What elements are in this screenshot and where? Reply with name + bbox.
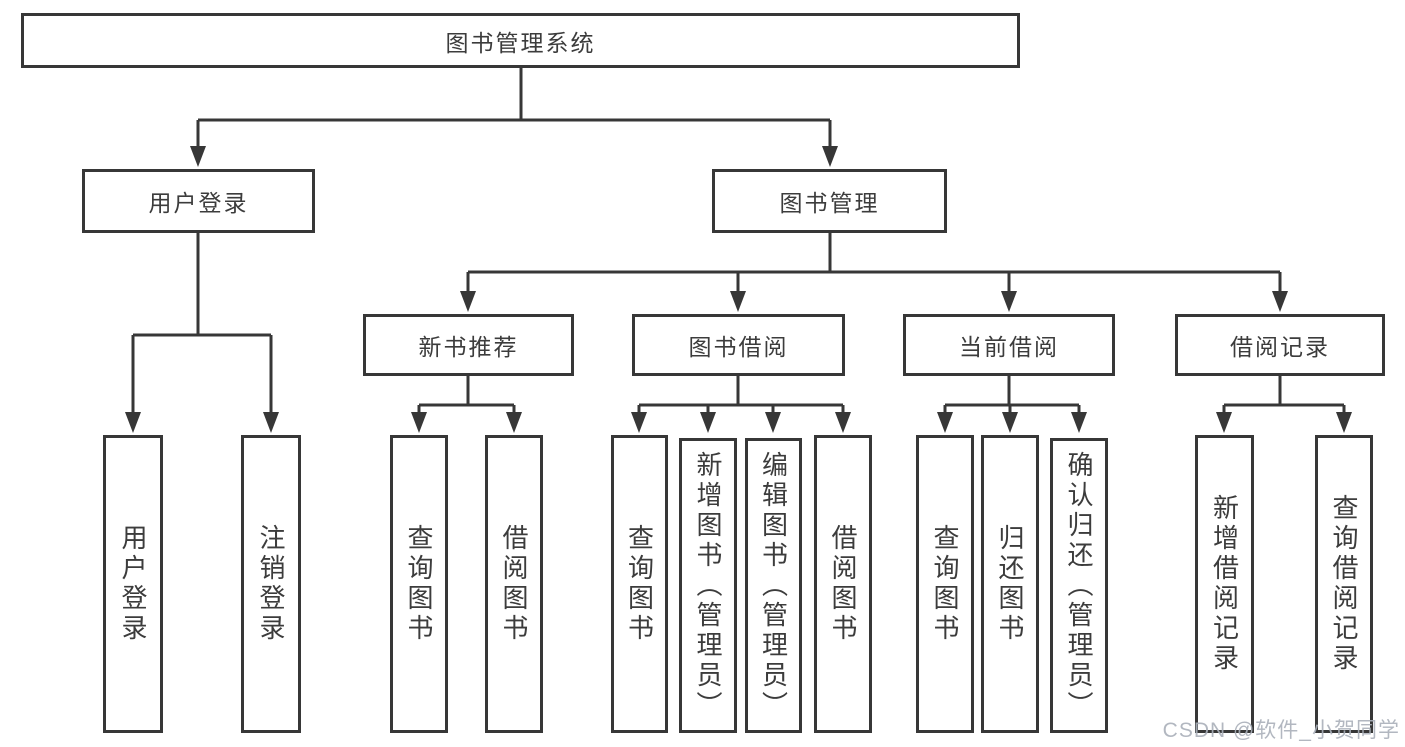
node-book-management: 图书管理 xyxy=(712,169,947,233)
leaf-logout: 注销登录 xyxy=(241,435,301,733)
connector-book-management-arrowheads xyxy=(460,291,1288,312)
leaf-logout-label: 注销登录 xyxy=(256,524,286,644)
connector-root-lines xyxy=(196,68,832,150)
leaf-user-login: 用户登录 xyxy=(103,435,163,733)
connector-user-login-lines xyxy=(131,233,273,416)
leaf-records-query: 查询借阅记录 xyxy=(1315,435,1373,733)
leaf-newbook-borrow: 借阅图书 xyxy=(485,435,543,733)
leaf-current-confirm-admin-label: 确认归还（管理员） xyxy=(1064,450,1094,721)
leaf-records-add: 新增借阅记录 xyxy=(1195,435,1254,733)
connector-book-borrow-arrowheads xyxy=(631,412,851,433)
node-user-login-label: 用户登录 xyxy=(148,190,249,216)
connector-current-borrow xyxy=(937,376,1087,433)
connector-borrow-records-lines xyxy=(1222,376,1346,416)
leaf-newbook-query: 查询图书 xyxy=(390,435,448,733)
connector-current-borrow-arrowheads xyxy=(937,412,1087,433)
connector-user-login-arrowheads xyxy=(125,412,279,433)
node-current-borrow: 当前借阅 xyxy=(903,314,1115,376)
leaf-current-confirm-admin: 确认归还（管理员） xyxy=(1050,438,1108,733)
leaf-current-query: 查询图书 xyxy=(916,435,974,733)
connector-current-borrow-lines xyxy=(943,376,1081,416)
node-book-management-label: 图书管理 xyxy=(779,190,880,216)
connector-new-book-lines xyxy=(417,376,516,416)
node-library-system: 图书管理系统 xyxy=(21,13,1020,68)
leaf-current-return: 归还图书 xyxy=(981,435,1039,733)
connector-user-login xyxy=(125,233,279,433)
connector-borrow-records-arrowheads xyxy=(1216,412,1352,433)
leaf-newbook-borrow-label: 借阅图书 xyxy=(499,524,529,644)
leaf-user-login-label: 用户登录 xyxy=(118,524,148,644)
node-current-borrow-label: 当前借阅 xyxy=(959,334,1059,360)
connector-book-borrow-lines xyxy=(637,376,845,416)
connector-book-management xyxy=(460,233,1288,312)
node-new-book-recommend-label: 新书推荐 xyxy=(418,334,519,360)
connector-root xyxy=(190,68,838,167)
leaf-borrow-borrow-label: 借阅图书 xyxy=(828,524,858,644)
connector-new-book xyxy=(411,376,522,433)
watermark: CSDN @软件_小贺同学 xyxy=(1162,719,1400,742)
leaf-borrow-add-admin: 新增图书（管理员） xyxy=(679,438,737,733)
leaf-records-query-label: 查询借阅记录 xyxy=(1329,494,1359,674)
leaf-borrow-edit-admin-label: 编辑图书（管理员） xyxy=(758,450,789,721)
leaf-current-query-label: 查询图书 xyxy=(930,524,960,644)
leaf-borrow-edit-admin: 编辑图书（管理员） xyxy=(745,438,802,733)
leaf-records-add-label: 新增借阅记录 xyxy=(1209,494,1240,674)
connector-borrow-records xyxy=(1216,376,1352,433)
node-library-system-label: 图书管理系统 xyxy=(445,29,596,56)
leaf-borrow-query: 查询图书 xyxy=(611,435,668,733)
connector-book-borrow xyxy=(631,376,851,433)
node-new-book-recommend: 新书推荐 xyxy=(363,314,574,376)
node-book-borrow-label: 图书借阅 xyxy=(688,334,789,360)
node-book-borrow: 图书借阅 xyxy=(632,314,845,376)
connector-book-management-lines xyxy=(466,233,1282,295)
leaf-borrow-add-admin-label: 新增图书（管理员） xyxy=(693,450,723,721)
leaf-borrow-borrow: 借阅图书 xyxy=(814,435,872,733)
leaf-newbook-query-label: 查询图书 xyxy=(404,524,434,644)
leaf-borrow-query-label: 查询图书 xyxy=(624,524,655,644)
node-borrow-records: 借阅记录 xyxy=(1175,314,1385,376)
node-borrow-records-label: 借阅记录 xyxy=(1230,334,1330,360)
connector-new-book-arrowheads xyxy=(411,412,522,433)
node-user-login: 用户登录 xyxy=(82,169,315,233)
connector-root-arrowheads xyxy=(190,146,838,167)
leaf-current-return-label: 归还图书 xyxy=(995,524,1025,644)
